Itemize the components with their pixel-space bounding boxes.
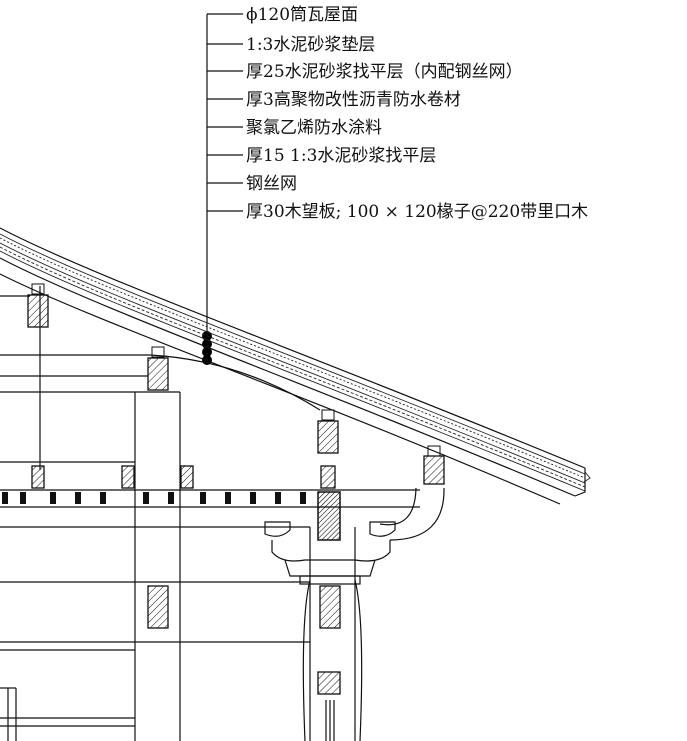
layer-label-mortar-bed: 1:3水泥砂浆垫层 — [246, 35, 375, 55]
dentil-band — [2, 492, 306, 504]
timber-members — [27, 283, 445, 695]
layer-label-wire-mesh: 钢丝网 — [246, 174, 297, 194]
layer-label-pvc-coating: 聚氯乙烯防水涂料 — [246, 118, 382, 138]
layer-label-tile: ϕ120筒瓦屋面 — [246, 5, 358, 25]
bracket-set — [264, 521, 396, 585]
callout-ticks — [207, 13, 243, 212]
layer-label-screed-25: 厚25水泥砂浆找平层（内配钢丝网） — [246, 62, 523, 82]
structure-lines — [0, 286, 420, 741]
layer-label-screed-15: 厚15 1:3水泥砂浆找平层 — [246, 146, 436, 166]
layer-label-roof-board: 厚30木望板; 100 × 120椽子@220带里口木 — [246, 202, 588, 222]
layer-callout: ϕ120筒瓦屋面 1:3水泥砂浆垫层 厚25水泥砂浆找平层（内配钢丝网） 厚3高… — [202, 5, 588, 365]
layer-label-membrane: 厚3高聚物改性沥青防水卷材 — [246, 90, 461, 110]
